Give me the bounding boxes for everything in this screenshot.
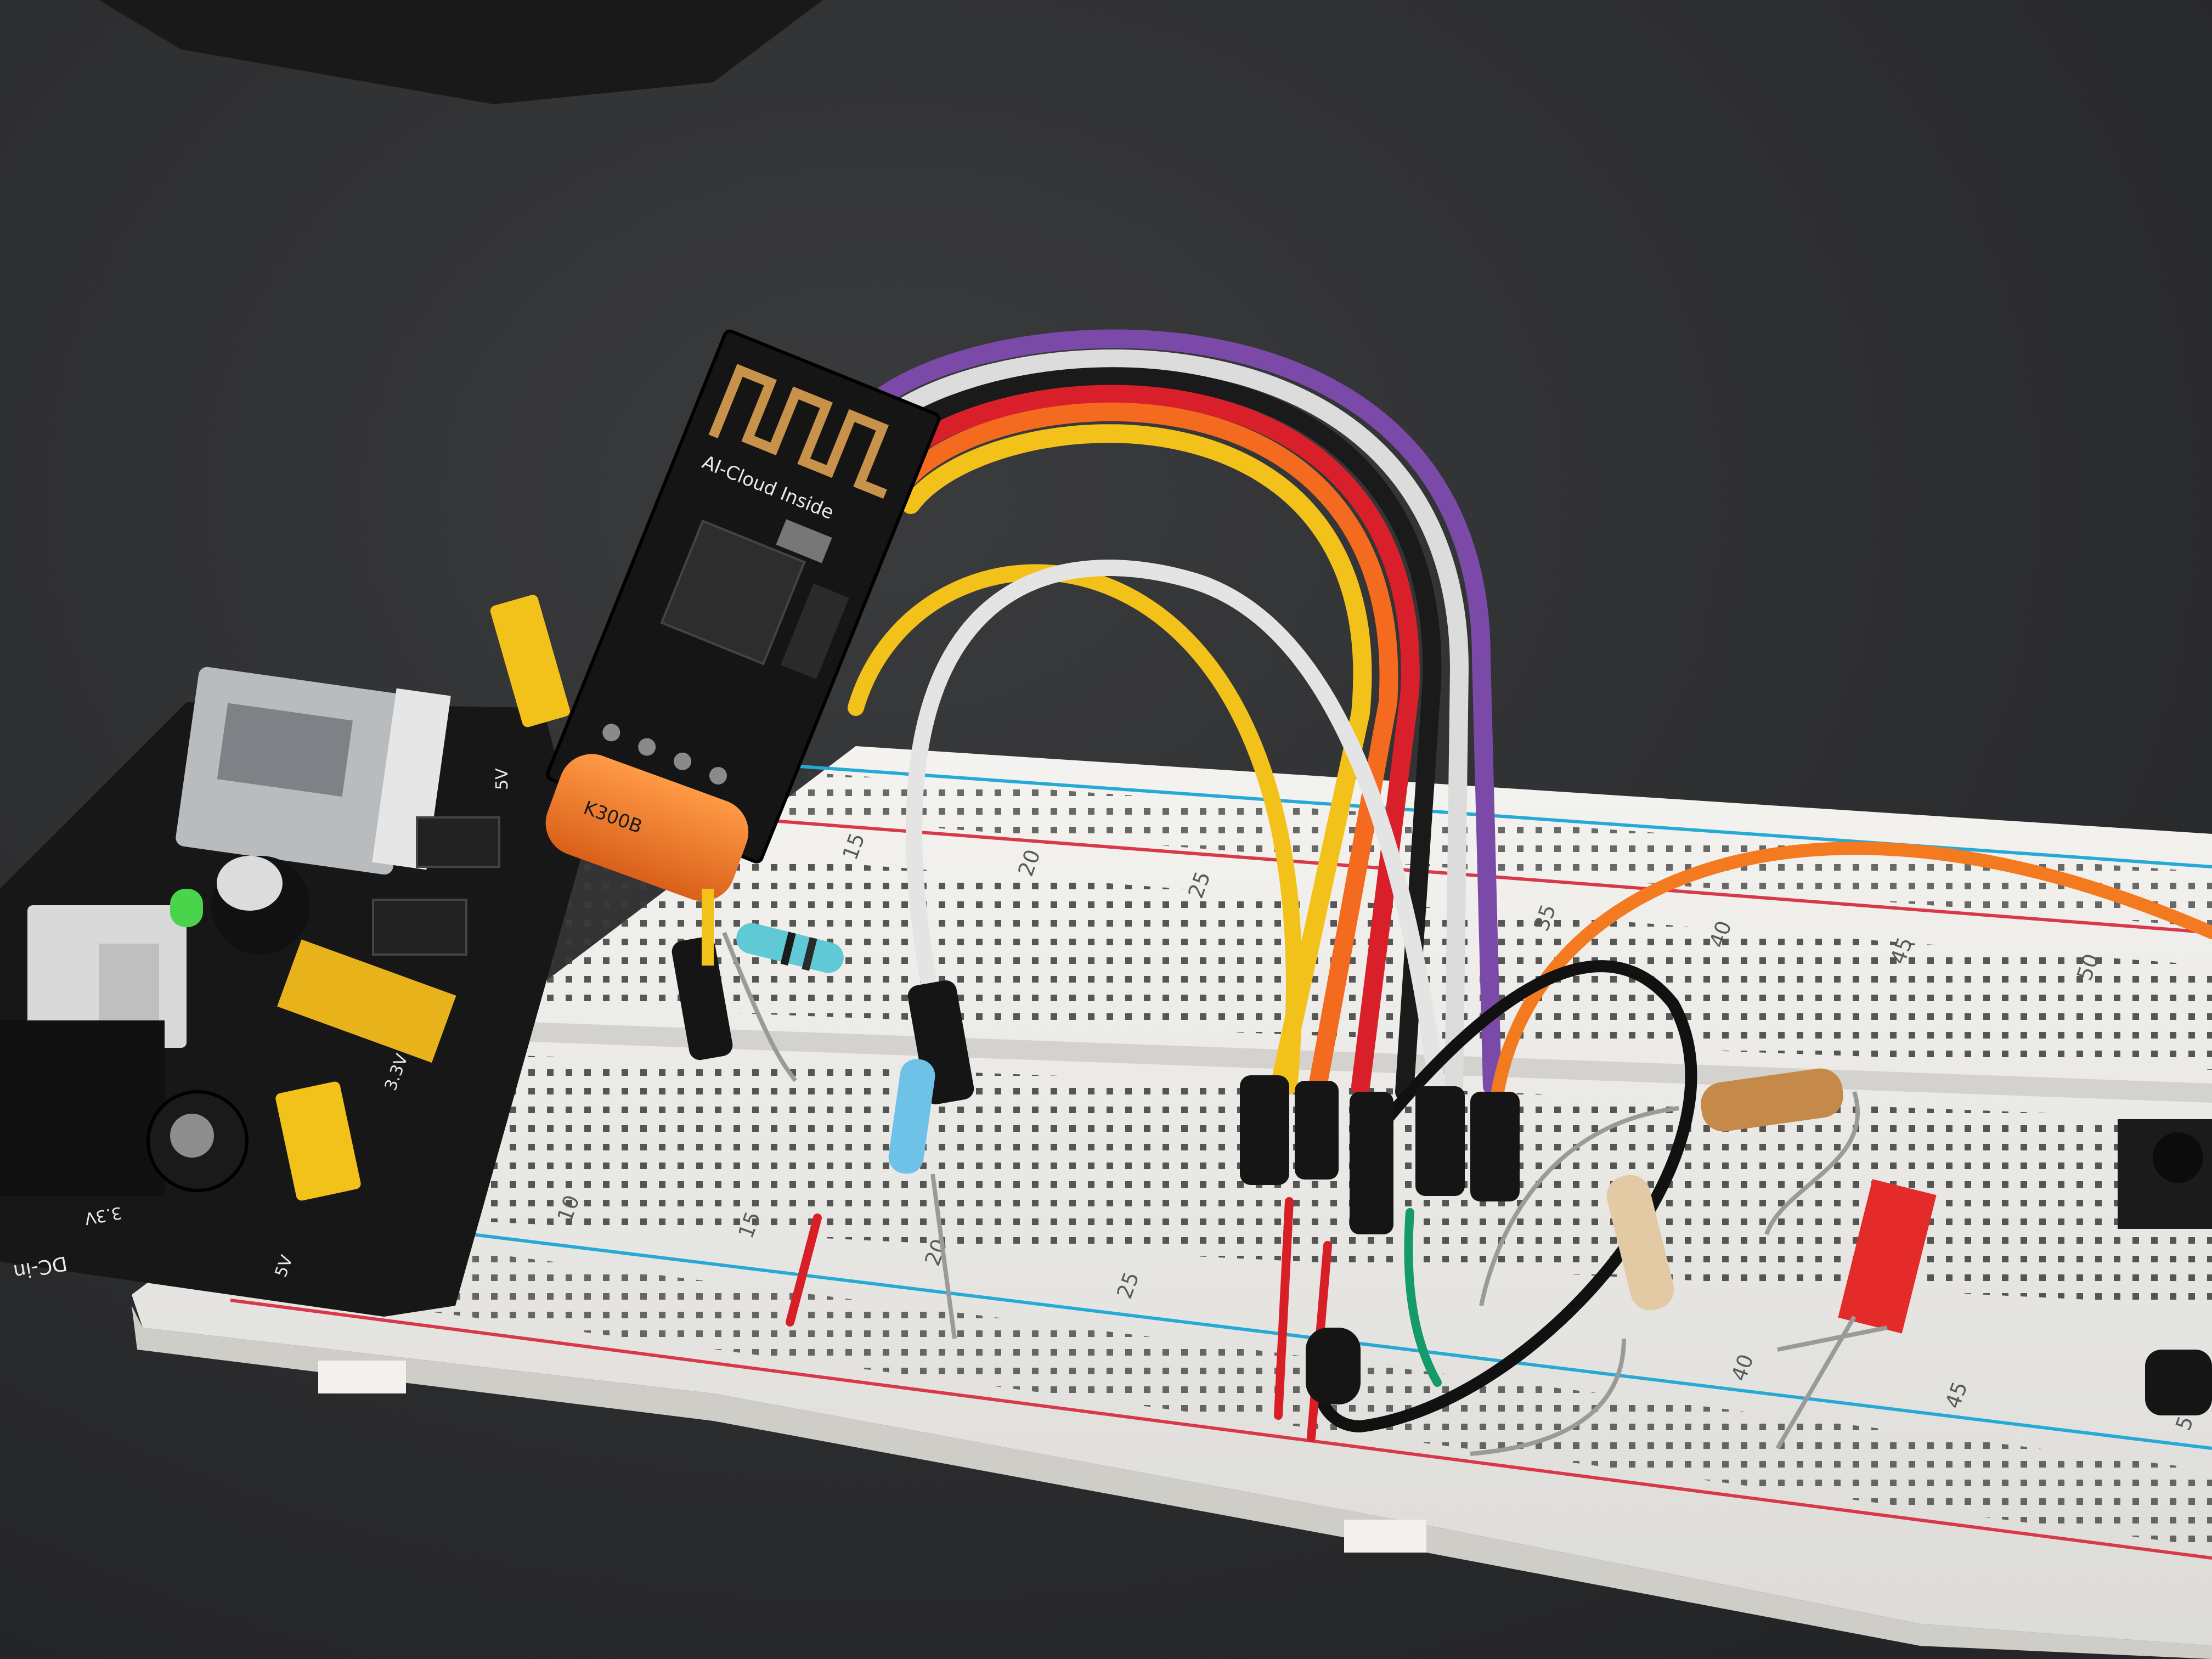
push-button	[2118, 1119, 2212, 1229]
power-supply-module: 5V 3.3V 5V DC-in 3.3V	[0, 595, 582, 1317]
red-short-wire	[1274, 1197, 1294, 1420]
flash-chip	[780, 583, 849, 680]
purple-wire	[847, 329, 1502, 1096]
jumper-cap	[275, 1081, 361, 1201]
red-short-wire	[786, 1214, 822, 1327]
ceramic-capacitor	[1775, 1179, 1937, 1450]
green-led	[170, 889, 203, 927]
esp-wifi-module: AI-Cloud Inside	[546, 329, 941, 864]
yellow-loop-wire	[848, 564, 1302, 1094]
orange-long-wire	[1491, 842, 2212, 1098]
black-loop-wire	[1312, 960, 1697, 1433]
dark-object-corner	[99, 0, 823, 104]
dupont-connectors	[672, 936, 2212, 1415]
resistor	[1606, 1175, 1674, 1311]
black-wire	[868, 367, 1442, 1101]
silk-label: 5V	[493, 768, 512, 790]
white-loop-wire	[906, 560, 1446, 1100]
yellow-wire	[901, 424, 1372, 1101]
voltage-regulator	[416, 816, 500, 868]
resistor	[1701, 1068, 1843, 1132]
voltage-regulator	[372, 899, 467, 956]
green-wire	[1404, 1208, 1442, 1387]
header-pins	[277, 939, 456, 1063]
jumper-wires	[786, 560, 2212, 1442]
esp-chip	[660, 520, 806, 665]
ribbon-cable	[847, 329, 1502, 1101]
resistors	[722, 923, 1860, 1456]
jumper-cap	[490, 595, 570, 727]
resistor	[888, 1059, 935, 1174]
crystal	[776, 519, 832, 563]
orange-capacitor: K300B	[545, 754, 749, 901]
red-wire	[879, 385, 1420, 1096]
white-wire	[857, 349, 1469, 1101]
orange-wire	[890, 402, 1398, 1101]
pcb-antenna	[708, 364, 889, 499]
dc-jack	[0, 1020, 165, 1196]
